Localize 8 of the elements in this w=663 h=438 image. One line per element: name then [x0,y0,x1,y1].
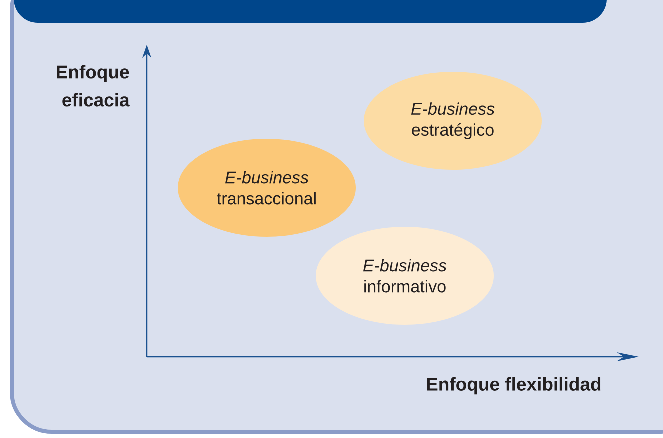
axis-label: Enfoque flexibilidad [427,377,601,395]
ellipse-text: E-business transaccional [217,171,316,205]
ellipse [364,72,542,170]
ellipse [178,139,356,237]
ellipse-text: E-business estratégico [411,102,495,140]
axis-label: Enfoque eficacia [57,65,130,107]
ellipse [316,227,494,325]
ellipse-text: E-business informativo [363,259,447,293]
